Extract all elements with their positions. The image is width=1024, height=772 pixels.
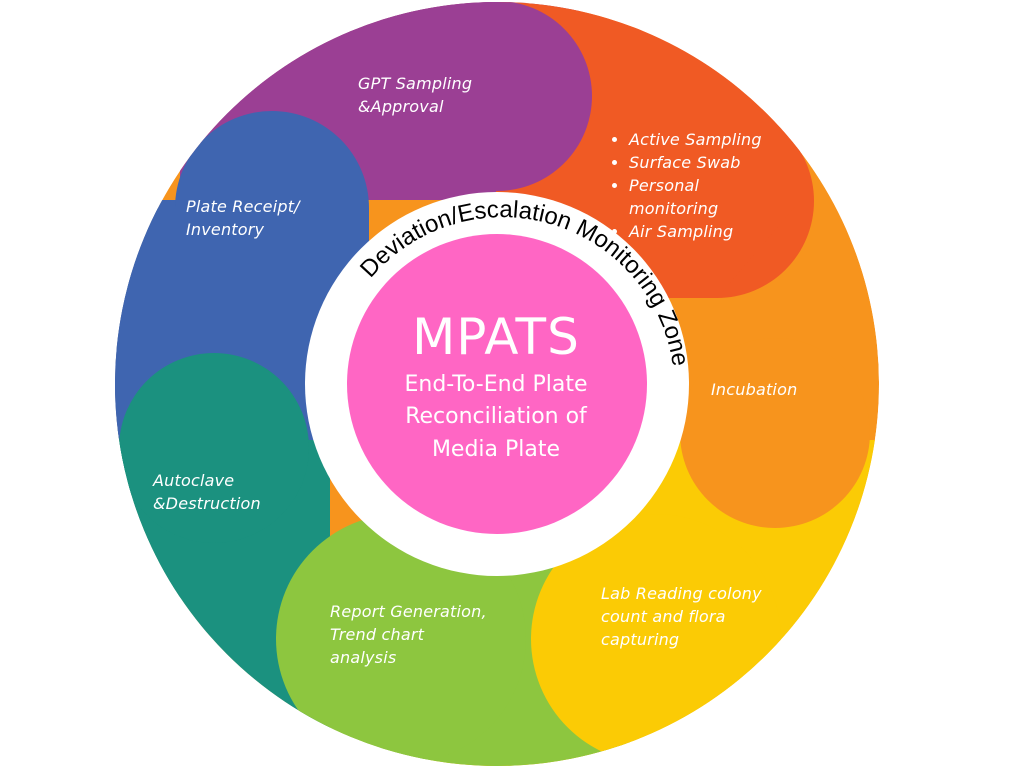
center-subtitle-line-2: Reconciliation of (405, 404, 587, 429)
label-report-line-1: Report Generation, (330, 602, 487, 621)
label-incubation: Incubation (711, 378, 797, 401)
center-hub (347, 234, 647, 534)
blob-autoclave-top (119, 353, 309, 543)
label-plate-line-2: Inventory (186, 220, 265, 239)
label-lab-line-1: Lab Reading colony (601, 584, 762, 603)
center-subtitle-line-1: End-To-End Plate (404, 372, 588, 397)
label-gpt: GPT Sampling &Approval (358, 72, 472, 118)
label-plate-line-1: Plate Receipt/ (186, 197, 300, 216)
label-report-line-2: Trend chart (330, 625, 425, 644)
blob-report (276, 514, 526, 764)
label-autoclave-line-1: Autoclave (153, 471, 235, 490)
center-subtitle-line-3: Media Plate (431, 437, 561, 462)
center-title: MPATS (412, 308, 580, 366)
blob-incubation (680, 338, 870, 528)
label-autoclave: Autoclave &Destruction (153, 469, 261, 515)
sampling-item-active: Active Sampling (629, 128, 762, 151)
sampling-item-personal: Personal monitoring (629, 174, 739, 220)
sampling-item-air: Air Sampling (629, 220, 762, 243)
label-gpt-line-1: GPT Sampling (358, 74, 473, 93)
label-sampling: Active Sampling Surface Swab Personal mo… (613, 128, 762, 243)
label-autoclave-line-2: &Destruction (153, 494, 261, 513)
label-report-line-3: analysis (330, 648, 397, 667)
label-gpt-line-2: &Approval (358, 97, 444, 116)
label-lab-line-3: capturing (601, 630, 680, 649)
label-lab-reading: Lab Reading colony count and flora captu… (601, 582, 762, 651)
sampling-list: Active Sampling Surface Swab Personal mo… (613, 128, 762, 243)
label-incubation-line-1: Incubation (711, 380, 798, 399)
label-lab-line-2: count and flora (601, 607, 726, 626)
sampling-item-surface: Surface Swab (629, 151, 762, 174)
label-report: Report Generation, Trend chart analysis (330, 600, 487, 669)
label-plate-receipt: Plate Receipt/ Inventory (186, 195, 300, 241)
